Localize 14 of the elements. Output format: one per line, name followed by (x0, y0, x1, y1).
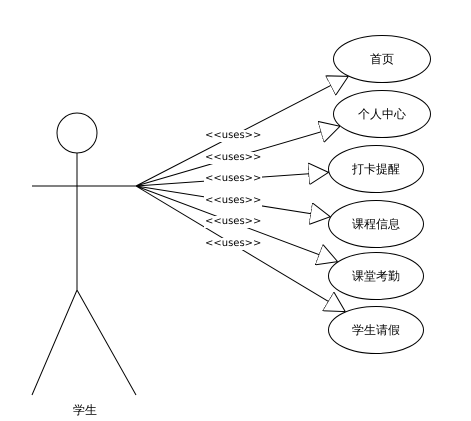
use-case-label: 课堂考勤 (351, 268, 401, 285)
arrow (136, 75, 349, 186)
edge-label: <<uses>> (204, 216, 262, 228)
use-case-label: 首页 (369, 51, 395, 68)
use-case-label: 学生请假 (351, 322, 401, 339)
edge-label: <<uses>> (204, 195, 262, 208)
arrow (136, 186, 346, 312)
edge-label: <<uses>> (204, 130, 262, 142)
use-case-label: 课程信息 (351, 216, 401, 233)
edge-label: <<uses>> (204, 152, 262, 164)
actor-label: 学生 (72, 402, 98, 419)
edge-label: <<uses>> (204, 238, 262, 250)
use-case-label: 个人中心 (357, 106, 407, 123)
use-case-label: 打卡提醒 (351, 161, 401, 178)
